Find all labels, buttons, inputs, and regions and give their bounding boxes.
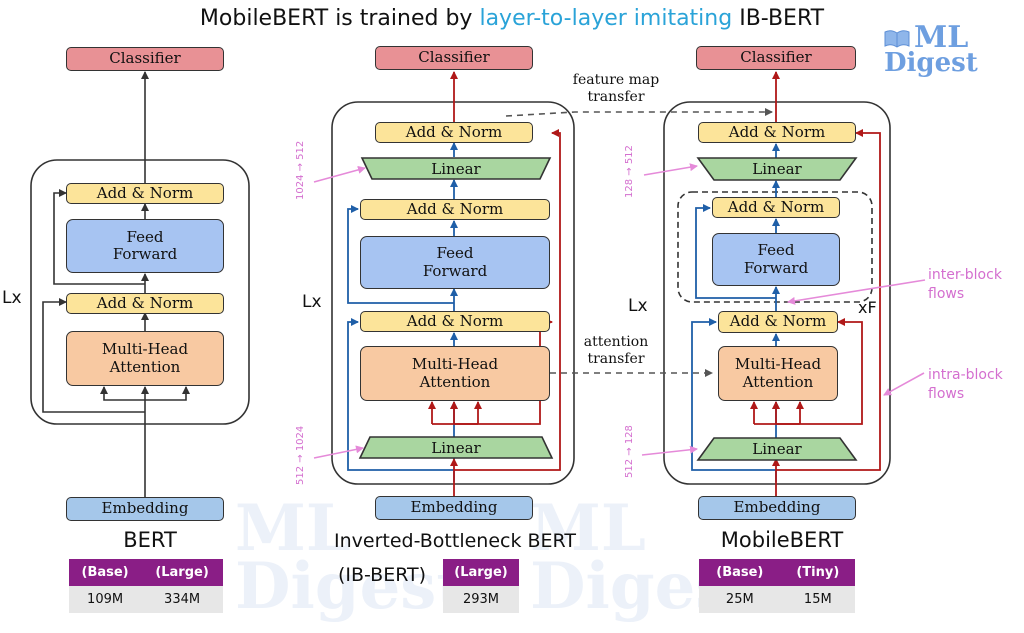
mobilebert-linear-top-shape xyxy=(696,157,858,181)
feature-map-transfer-label: feature map transfer xyxy=(572,72,660,105)
mobilebert-params-header-base: (Base) xyxy=(699,559,781,586)
ibbert-params-header-large: (Large) xyxy=(443,559,519,586)
ibbert-feed-forward: Feed Forward xyxy=(360,236,550,289)
inter-block-flows-label: inter-block flows xyxy=(928,267,1002,302)
ibbert-layer-block xyxy=(331,101,575,485)
mobilebert-params-header-row: (Base) (Tiny) xyxy=(699,559,855,586)
mobilebert-linear-bottom: Linear xyxy=(752,440,802,458)
bert-classifier: Classifier xyxy=(66,47,224,71)
title-prefix: MobileBERT is trained by xyxy=(199,6,480,31)
ibbert-linear-top: Linear xyxy=(431,159,481,178)
ibbert-add-norm-top: Add & Norm xyxy=(375,122,533,143)
ibbert-multi-head-attention: Multi-Head Attention xyxy=(360,346,550,401)
mobilebert-multi-head-attention: Multi-Head Attention xyxy=(718,346,838,401)
diagram-title: MobileBERT is trained by layer-to-layer … xyxy=(0,6,1024,31)
mobilebert-add-norm-bottom: Add & Norm xyxy=(718,311,838,333)
ibbert-add-norm-bottom: Add & Norm xyxy=(360,311,550,332)
ibbert-model-name-line2: (IB-BERT) xyxy=(337,564,427,586)
mobilebert-feed-forward: Feed Forward xyxy=(712,233,840,286)
watermark-left-line2: Digest xyxy=(235,548,466,624)
bert-params-value-large: 334M xyxy=(141,586,223,613)
ibbert-linear-top-shape xyxy=(360,157,552,180)
bert-add-norm-top: Add & Norm xyxy=(66,183,224,204)
bert-params-table: (Base) (Large) 109M 334M xyxy=(69,559,223,613)
bert-feed-forward: Feed Forward xyxy=(66,219,224,273)
mobilebert-ffn-stack-block xyxy=(677,191,873,303)
intra-block-flows-label: intra-block flows xyxy=(928,367,1003,402)
ibbert-params-value-row: 293M xyxy=(443,586,519,613)
mobilebert-model-name: MobileBERT xyxy=(720,528,844,552)
bert-add-norm-bottom: Add & Norm xyxy=(66,293,224,314)
title-highlight: layer-to-layer imitating xyxy=(479,6,733,31)
mobilebert-dim-bottom: 512 → 128 xyxy=(624,425,635,478)
bert-params-header-large: (Large) xyxy=(141,559,223,586)
ibbert-classifier: Classifier xyxy=(375,46,533,70)
mobilebert-classifier: Classifier xyxy=(696,46,856,70)
logo-line1: ML xyxy=(914,20,969,55)
ibbert-linear-bottom: Linear xyxy=(431,438,481,457)
ibbert-add-norm-mid: Add & Norm xyxy=(360,199,550,220)
ibbert-dim-top: 1024 → 512 xyxy=(295,140,306,200)
mobilebert-linear-top: Linear xyxy=(752,160,802,178)
mobilebert-params-header-tiny: (Tiny) xyxy=(780,559,855,586)
title-suffix: IB-BERT xyxy=(732,6,825,31)
mobilebert-linear-bottom-shape xyxy=(696,437,858,461)
bert-params-header-row: (Base) (Large) xyxy=(69,559,223,586)
bert-layer-block xyxy=(30,159,250,425)
ibbert-model-name-line1: Inverted-Bottleneck BERT xyxy=(334,530,576,552)
ibbert-params-table: (Large) 293M xyxy=(443,559,519,613)
attention-transfer-label: attention transfer xyxy=(583,334,649,367)
ibbert-params-value-large: 293M xyxy=(443,586,519,613)
bert-embedding: Embedding xyxy=(66,497,224,521)
watermark-left-line1: ML xyxy=(235,491,351,566)
ibbert-linear-bottom-shape xyxy=(358,436,554,459)
mobilebert-add-norm-mid: Add & Norm xyxy=(712,197,840,218)
mobilebert-add-norm-top: Add & Norm xyxy=(698,122,856,143)
watermark-right-line1: ML xyxy=(530,491,646,566)
bert-repeat-label: Lx xyxy=(2,288,22,308)
bert-model-name: BERT xyxy=(123,528,177,552)
ibbert-dim-bottom: 512 → 1024 xyxy=(295,425,306,485)
mobilebert-params-value-tiny: 15M xyxy=(780,586,855,613)
ibbert-repeat-label: Lx xyxy=(302,292,322,312)
mobilebert-repeat-label: Lx xyxy=(628,296,648,316)
mobilebert-embedding: Embedding xyxy=(698,496,856,520)
ibbert-params-header-row: (Large) xyxy=(443,559,519,586)
bert-multi-head-attention: Multi-Head Attention xyxy=(66,331,224,386)
mobilebert-params-table: (Base) (Tiny) 25M 15M xyxy=(699,559,855,613)
mobilebert-params-value-row: 25M 15M xyxy=(699,586,855,613)
mobilebert-inner-repeat-label: xF xyxy=(858,298,877,317)
bert-params-value-base: 109M xyxy=(69,586,142,613)
mobilebert-params-value-base: 25M xyxy=(699,586,781,613)
ibbert-embedding: Embedding xyxy=(375,496,533,520)
bert-params-value-row: 109M 334M xyxy=(69,586,223,613)
bert-params-header-base: (Base) xyxy=(69,559,142,586)
logo-line2: Digest xyxy=(884,48,978,78)
mobilebert-layer-block xyxy=(663,101,891,485)
mobilebert-dim-top: 128 → 512 xyxy=(624,145,635,198)
